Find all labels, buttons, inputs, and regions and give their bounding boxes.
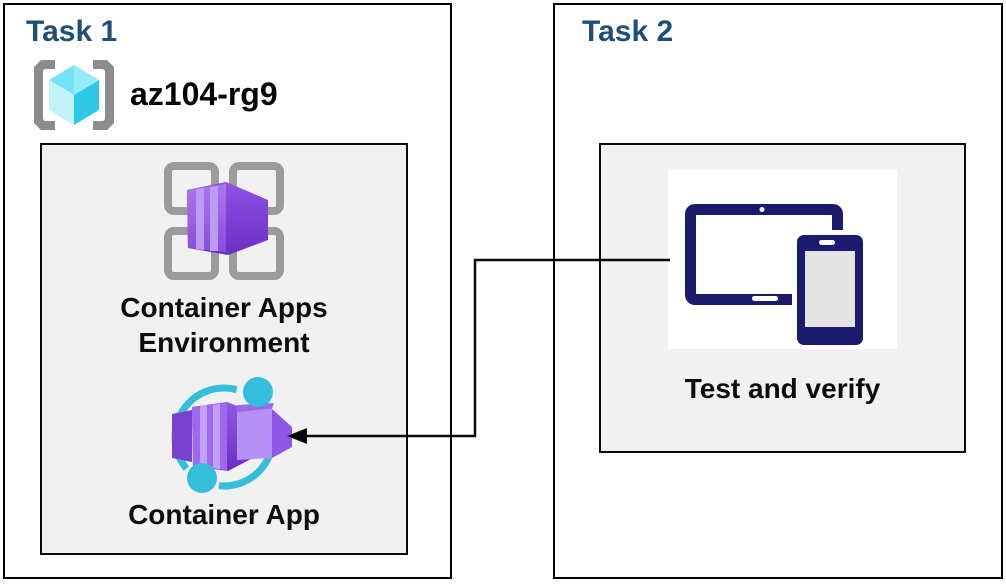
- task1-title: Task 1: [26, 15, 118, 48]
- environment-label-line2: Environment: [138, 327, 310, 358]
- container-app-icon: [171, 377, 292, 493]
- container-app-label: Container App: [128, 499, 320, 530]
- tablet-and-phone-icon: [685, 204, 868, 349]
- test-and-verify-label: Test and verify: [684, 373, 881, 404]
- task2-title: Task 2: [582, 15, 674, 48]
- environment-label-line1: Container Apps: [120, 292, 328, 323]
- environment-label: Container Apps Environment: [40, 290, 408, 360]
- verify-icon-backdrop: [668, 170, 897, 349]
- container-apps-environment-icon: [164, 162, 284, 280]
- resource-group-name: az104-rg9: [130, 76, 278, 112]
- azure-resource-group-icon: [34, 60, 114, 130]
